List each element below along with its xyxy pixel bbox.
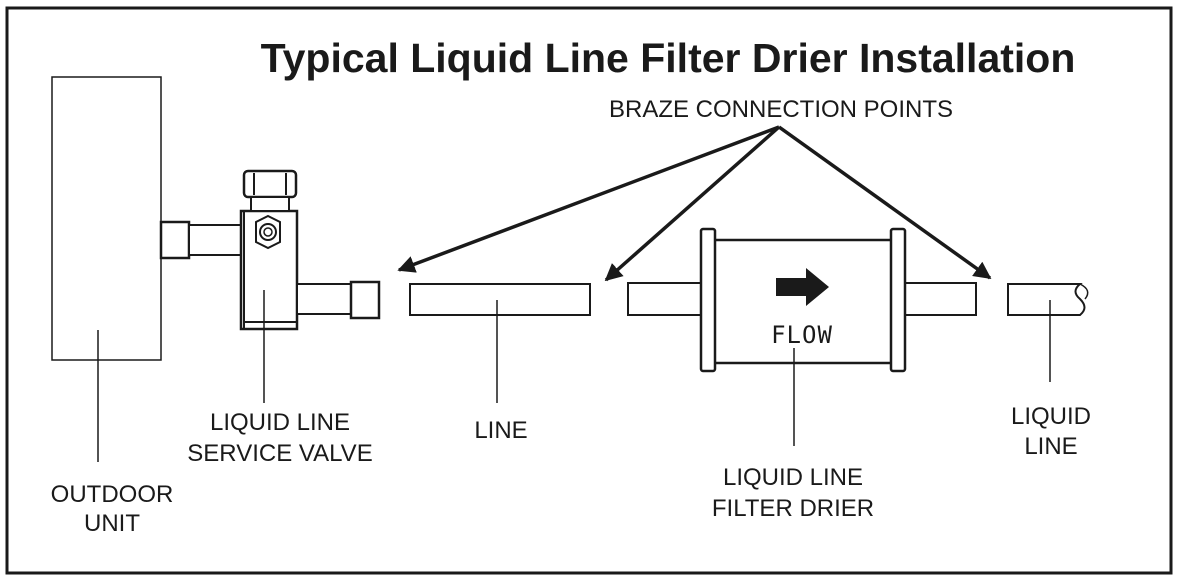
service-valve-label-line1: LIQUID LINE bbox=[210, 409, 350, 436]
service-valve bbox=[159, 169, 381, 331]
liquid-line-pipe bbox=[1007, 283, 1086, 316]
outdoor-unit-label-line2: UNIT bbox=[84, 510, 140, 537]
diagram-title: Typical Liquid Line Filter Drier Install… bbox=[261, 35, 1076, 81]
braze-arrows bbox=[397, 125, 992, 282]
drier-inlet-pipe bbox=[627, 282, 703, 316]
valve-inlet-pipe bbox=[188, 224, 244, 256]
valve-cap bbox=[242, 169, 298, 199]
filter-drier-label-line2: FILTER DRIER bbox=[712, 495, 874, 522]
filter-drier-label-line1: LIQUID LINE bbox=[723, 464, 863, 491]
liquid-line-label-line1: LIQUID bbox=[1011, 403, 1091, 430]
valve-inlet-fitting bbox=[159, 220, 191, 260]
right-arrow-icon bbox=[776, 268, 829, 306]
line-pipe bbox=[409, 283, 591, 316]
braze-arrow-line bbox=[604, 125, 781, 282]
braze-arrow-valve bbox=[397, 125, 780, 273]
line-label: LINE bbox=[474, 417, 527, 444]
drier-left-flange bbox=[699, 227, 717, 373]
outdoor-unit bbox=[51, 76, 162, 361]
valve-outlet-pipe bbox=[296, 283, 352, 315]
service-valve-label-line2: SERVICE VALVE bbox=[187, 440, 372, 467]
flow-label: FLOW bbox=[771, 321, 833, 349]
valve-outlet-fitting bbox=[349, 280, 381, 320]
valve-stem bbox=[250, 196, 290, 212]
braze-connection-label: BRAZE CONNECTION POINTS bbox=[609, 96, 953, 123]
liquid-line-label-line2: LINE bbox=[1024, 433, 1077, 460]
braze-arrow-liquid-line bbox=[777, 125, 992, 280]
outer-border bbox=[5, 6, 1173, 575]
filter-drier bbox=[627, 227, 977, 373]
drier-right-flange bbox=[889, 227, 907, 373]
drier-outlet-pipe bbox=[903, 282, 977, 316]
outdoor-unit-label-line1: OUTDOOR bbox=[51, 481, 174, 508]
